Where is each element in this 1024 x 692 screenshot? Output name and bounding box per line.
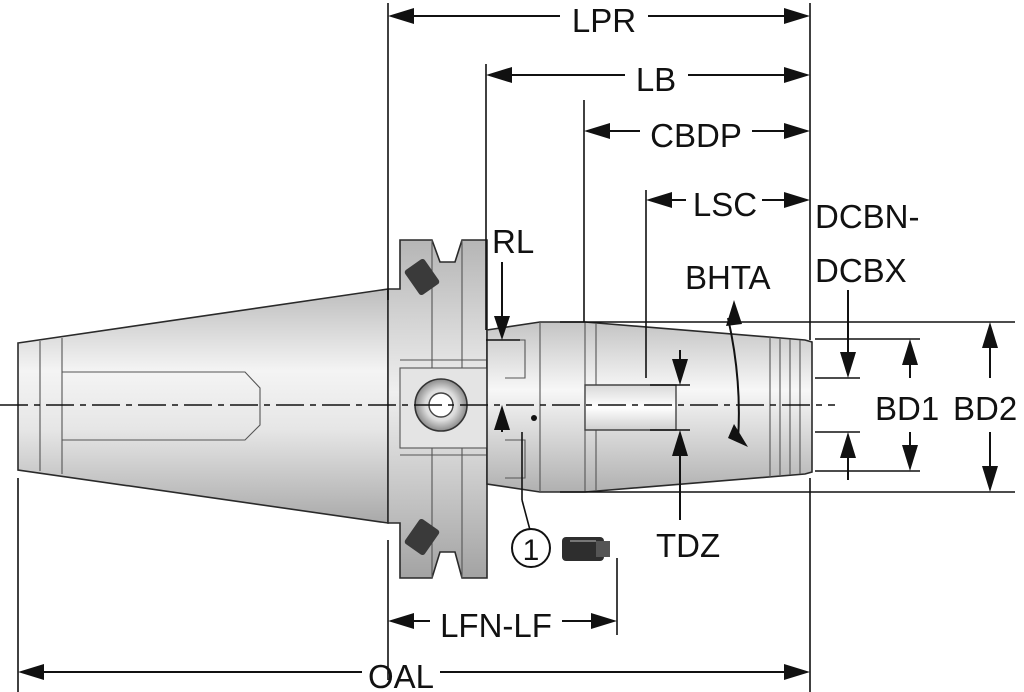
dim-oal: OAL bbox=[18, 658, 810, 692]
taper-inner-bore bbox=[62, 371, 261, 441]
label-callout: 1 bbox=[523, 534, 540, 567]
nose-tip-grooves bbox=[769, 337, 801, 477]
taper-shank bbox=[17, 288, 389, 524]
clamping-bore bbox=[584, 384, 677, 431]
set-screw-part bbox=[562, 537, 604, 561]
callout-circle bbox=[511, 528, 551, 568]
dim-tdz: TDZ bbox=[656, 350, 720, 564]
dim-lpr: LPR bbox=[388, 2, 810, 39]
dim-bhta: BHTA bbox=[685, 259, 771, 447]
dim-rl: RL bbox=[486, 223, 537, 432]
dim-lsc: LSC bbox=[646, 186, 810, 223]
label-tdz: TDZ bbox=[656, 527, 720, 564]
dim-lb: LB bbox=[486, 61, 810, 98]
flange-bottom-set-screw bbox=[404, 519, 440, 555]
label-lb: LB bbox=[636, 61, 676, 98]
label-lsc: LSC bbox=[693, 186, 757, 223]
toolholder-body bbox=[17, 239, 813, 579]
label-oal: OAL bbox=[368, 658, 434, 692]
rl-reference-dot bbox=[531, 415, 537, 421]
flange-top-set-screw bbox=[404, 259, 440, 295]
dim-dcbn-dcbx: DCBN- DCBX bbox=[815, 198, 920, 480]
label-bhta: BHTA bbox=[685, 259, 771, 296]
extension-lines bbox=[17, 3, 1015, 692]
dim-lfn-lf: LFN-LF bbox=[388, 607, 617, 644]
label-lfn-lf: LFN-LF bbox=[440, 607, 552, 644]
taper-shank-end-ring bbox=[39, 338, 63, 474]
label-cbdp: CBDP bbox=[650, 117, 742, 154]
callout-1: 1 bbox=[511, 499, 610, 568]
label-lpr: LPR bbox=[572, 2, 636, 39]
dim-cbdp: CBDP bbox=[584, 117, 810, 154]
set-screw-slot bbox=[596, 541, 610, 557]
dim-bd2: BD2 bbox=[953, 322, 1017, 492]
label-rl: RL bbox=[492, 223, 534, 260]
label-dcbx: DCBX bbox=[815, 252, 907, 289]
label-bd1: BD1 bbox=[875, 390, 939, 427]
label-bd2: BD2 bbox=[953, 390, 1017, 427]
dim-bd1: BD1 bbox=[875, 339, 939, 471]
label-dcbn: DCBN- bbox=[815, 198, 920, 235]
